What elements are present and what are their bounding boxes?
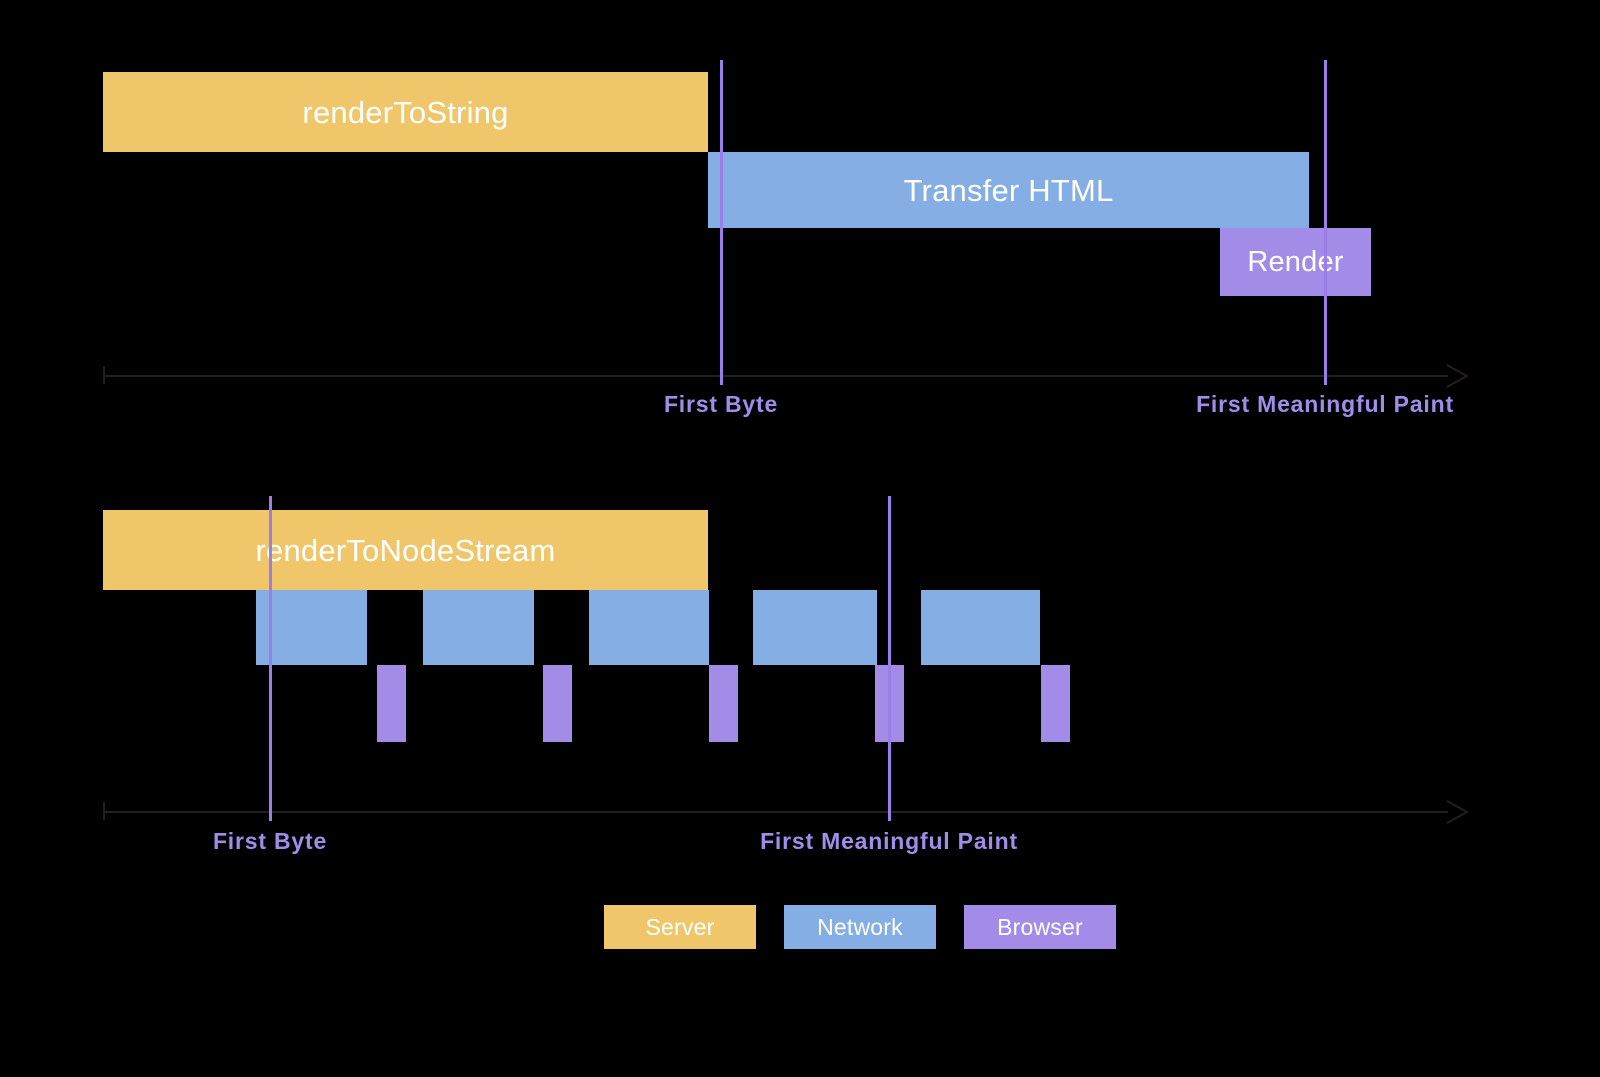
legend-spacer xyxy=(756,927,784,928)
bar-rtns-br-1 xyxy=(377,665,406,742)
bar-label: Transfer HTML xyxy=(903,172,1114,208)
bar-rtns-br-3 xyxy=(709,665,738,742)
legend-item-label: Browser xyxy=(997,913,1083,940)
bar-rtns-net-5 xyxy=(921,590,1040,665)
bar-rtns-net-4 xyxy=(753,590,877,665)
bar-rts-browser: Render xyxy=(1220,228,1371,296)
legend-item-label: Server xyxy=(645,913,715,940)
marker-line-t1-fmp xyxy=(1324,60,1327,385)
time-axis-start-tick xyxy=(103,802,105,820)
bar-rts-network: Transfer HTML xyxy=(708,152,1309,228)
legend-spacer xyxy=(936,927,964,928)
legend-browser: Browser xyxy=(964,905,1116,949)
bar-label: renderToString xyxy=(302,94,509,130)
legend-network: Network xyxy=(784,905,936,949)
bar-rtns-net-1 xyxy=(256,590,367,665)
bar-rtns-net-3 xyxy=(589,590,709,665)
marker-label-t1-first-byte: First Byte xyxy=(663,391,779,417)
bar-rts-server: renderToString xyxy=(103,72,708,152)
marker-line-t1-first-byte xyxy=(720,60,723,385)
marker-label-t2-first-byte: First Byte xyxy=(212,828,328,854)
legend-item-label: Network xyxy=(817,913,903,940)
time-axis-line xyxy=(103,375,1448,377)
bar-rtns-br-5 xyxy=(1041,665,1070,742)
bar-label: renderToNodeStream xyxy=(255,532,556,568)
marker-line-t2-first-byte xyxy=(269,496,272,821)
bar-rtns-net-2 xyxy=(423,590,534,665)
time-axis-start-tick xyxy=(103,366,105,384)
marker-label-t1-fmp: First Meaningful Paint xyxy=(1196,391,1454,417)
bar-rtns-server: renderToNodeStream xyxy=(103,510,708,590)
bar-label: Render xyxy=(1247,245,1344,278)
time-axis-arrow-icon xyxy=(1446,364,1470,393)
bar-rtns-br-2 xyxy=(543,665,572,742)
marker-label-t2-fmp: First Meaningful Paint xyxy=(760,828,1018,854)
marker-line-t2-fmp xyxy=(888,496,891,821)
legend: Server Network Browser xyxy=(604,905,1116,949)
time-axis-arrow-icon xyxy=(1446,800,1470,829)
time-axis-line xyxy=(103,811,1448,813)
legend-server: Server xyxy=(604,905,756,949)
